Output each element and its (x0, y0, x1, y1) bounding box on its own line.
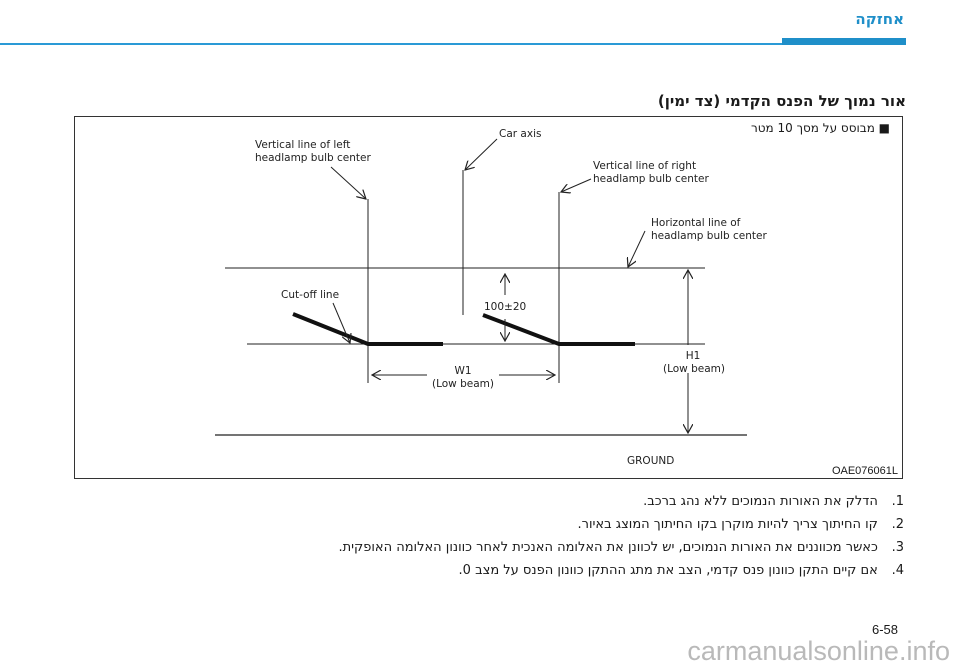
tolerance-label: 100±20 (484, 301, 527, 313)
step-item: 4. אם קיים התקן כוונון פנס קדמי, הצב את … (284, 559, 904, 582)
ground-label: GROUND (627, 455, 675, 467)
figure: ■ מבוסס על מסך 10 מטר Vertical line of l… (74, 116, 903, 479)
horizontal-label-line1: Horizontal line of (651, 217, 741, 229)
step-number: 1. (891, 494, 904, 509)
cutoff-leader (332, 302, 350, 343)
step-text: כאשר מכווננים את האורות הנמוכים, יש לכוו… (338, 540, 878, 555)
step-number: 4. (891, 563, 904, 578)
step-text: קו החיתוך צריך להיות מוקרן בקו החיתוך המ… (577, 517, 878, 532)
right-bulb-leader (561, 178, 592, 192)
figure-note: ■ מבוסס על מסך 10 מטר (750, 121, 890, 135)
steps-list: 1. הדלק את האורות הנמוכים ללא נהג ברכב. … (284, 490, 904, 582)
car-axis-leader (465, 138, 498, 170)
step-number: 3. (891, 540, 904, 555)
h1-label-sub: (Low beam) (663, 363, 725, 375)
step-number: 2. (891, 517, 904, 532)
section-heading: אור נמוך של הפנס הקדמי (צד ימין) (657, 92, 906, 110)
w1-label: W1 (Low beam) (425, 365, 501, 391)
horizontal-leader (628, 230, 646, 267)
horizontal-label-line2: headlamp bulb center (651, 230, 767, 242)
step-item: 1. הדלק את האורות הנמוכים ללא נהג ברכב. (284, 490, 904, 513)
left-bulb-leader (330, 166, 366, 199)
h1-label-main: H1 (685, 350, 701, 362)
car-axis-label: Car axis (499, 128, 542, 140)
w1-label-main: W1 (454, 365, 472, 377)
step-item: 2. קו החיתוך צריך להיות מוקרן בקו החיתוך… (284, 513, 904, 536)
step-text: הדלק את האורות הנמוכים ללא נהג ברכב. (643, 494, 878, 509)
step-text: אם קיים התקן כוונון פנס קדמי, הצב את מתג… (458, 563, 878, 578)
header-accent (782, 38, 906, 45)
w1-label-sub: (Low beam) (432, 378, 494, 390)
aiming-diagram (215, 138, 747, 436)
right-bulb-label-line1: Vertical line of right (593, 160, 697, 172)
left-bulb-label: Vertical line of left headlamp bulb cent… (255, 139, 371, 165)
left-cutoff-pattern (292, 312, 443, 346)
horizontal-label: Horizontal line of headlamp bulb center (651, 217, 767, 243)
watermark: carmanualsonline.info (687, 636, 950, 666)
left-bulb-label-line1: Vertical line of left (255, 139, 351, 151)
header-title: אחזקה (855, 10, 904, 28)
cutoff-label: Cut-off line (281, 289, 340, 301)
figure-code: OAE076061L (831, 465, 898, 477)
h1-label: H1 (Low beam) (663, 350, 725, 376)
header-rule (0, 43, 906, 45)
right-bulb-label-line2: headlamp bulb center (593, 173, 709, 185)
step-item: 3. כאשר מכווננים את האורות הנמוכים, יש ל… (284, 536, 904, 559)
page-number: 6-58 (871, 622, 898, 637)
left-bulb-label-line2: headlamp bulb center (255, 152, 371, 164)
right-bulb-label: Vertical line of right headlamp bulb cen… (593, 160, 709, 186)
right-cutoff-pattern (482, 313, 635, 346)
